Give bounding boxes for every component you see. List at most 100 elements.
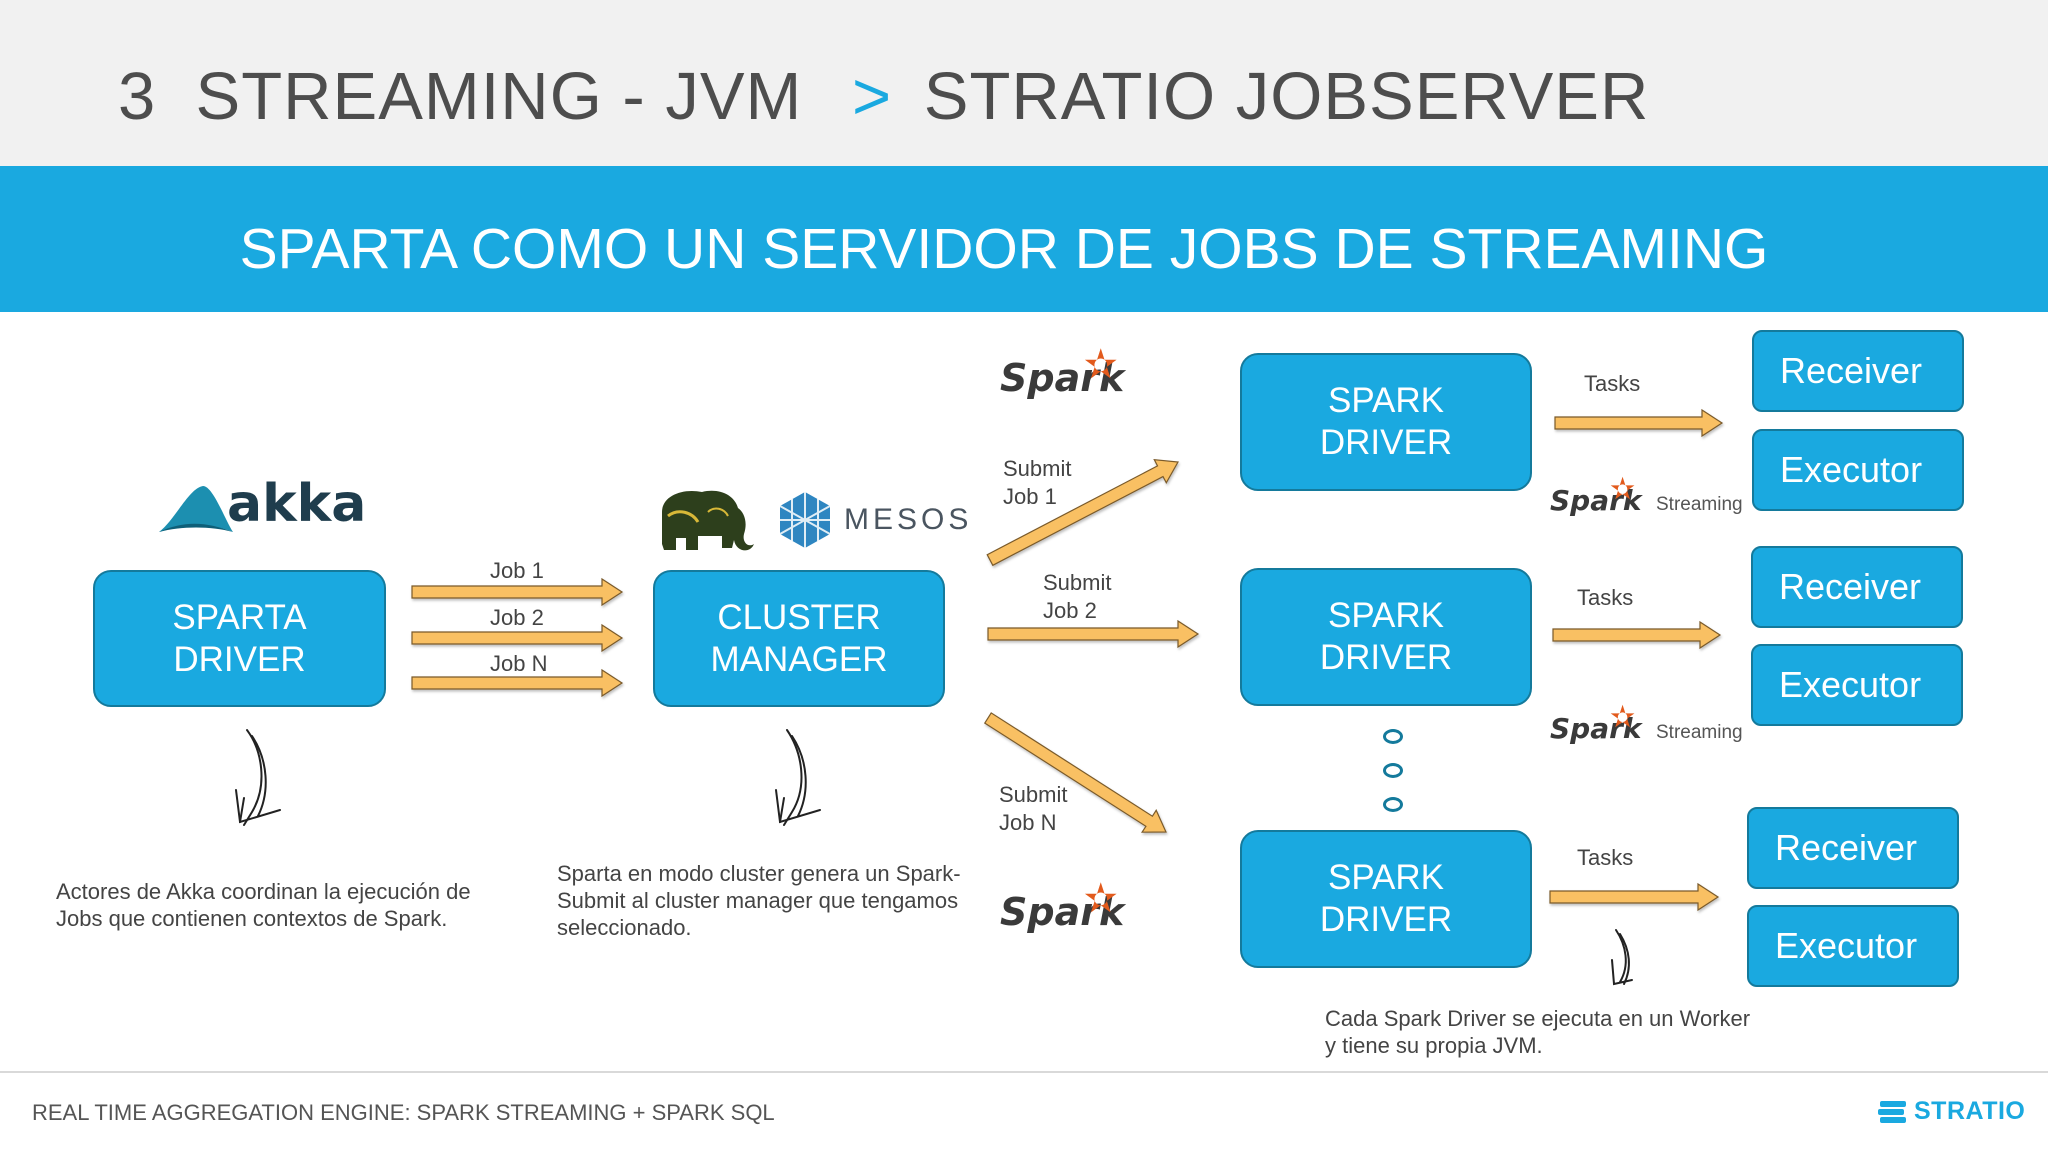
arrow-job-n	[411, 668, 624, 698]
akka-mark-icon	[159, 486, 233, 532]
edge-label-submit-n: Submit Job N	[999, 781, 1067, 837]
spark-wordmark: Spark	[1550, 484, 1642, 517]
sparta-driver-node: SPARTA DRIVER	[93, 570, 386, 707]
arrow-submit-n	[983, 712, 1167, 833]
edge-label-line: Submit	[1003, 456, 1072, 481]
spark-wordmark: Spark	[1550, 712, 1642, 745]
note-akka: Actores de Akka coordinan la ejecución d…	[56, 878, 471, 932]
node-label-line: SPARK	[1327, 858, 1445, 897]
star-icon: ✫	[1084, 343, 1118, 387]
spark-logo-bottom: Spark ✫	[1000, 877, 1125, 934]
edge-label-submit-2: Submit Job 2	[1043, 569, 1111, 625]
akka-wordmark: akka	[227, 474, 367, 534]
edge-label-line: Job N	[999, 810, 1057, 835]
header-bar	[0, 0, 2048, 166]
star-icon: ✫	[1084, 877, 1118, 921]
note-line: Sparta en modo cluster genera un Spark-	[557, 861, 961, 886]
note-cluster: Sparta en modo cluster genera un Spark- …	[557, 860, 961, 941]
node-label-line: DRIVER	[1319, 423, 1453, 462]
arrow-tasks-n	[1549, 882, 1720, 912]
note-line: Submit al cluster manager que tengamos	[557, 888, 959, 913]
spark-wordmark: Spark	[1000, 890, 1125, 934]
spark-driver-node-2: SPARK DRIVER	[1240, 568, 1532, 706]
note-driver: Cada Spark Driver se ejecuta en un Worke…	[1325, 1005, 1750, 1059]
page-title: 3 STREAMING - JVM > STRATIO JOBSERVER	[118, 58, 1649, 135]
subsection-title: STRATIO JOBSERVER	[923, 59, 1650, 134]
arrow-job-2	[411, 623, 624, 653]
node-label-line: CLUSTER	[717, 597, 881, 637]
edge-label-line: Submit	[1043, 570, 1112, 595]
pointer-arrow-driver	[1611, 929, 1633, 986]
note-line: Actores de Akka coordinan la ejecución d…	[56, 879, 471, 904]
stratio-mark-icon	[1878, 1100, 1906, 1123]
node-label-line: DRIVER	[173, 639, 306, 679]
executor-node-1: Executor	[1752, 429, 1964, 511]
pointer-arrow-cluster	[775, 729, 821, 826]
spark-driver-node-1: SPARK DRIVER	[1240, 353, 1532, 491]
edge-label-submit-1: Submit Job 1	[1003, 455, 1071, 511]
footer-divider	[0, 1071, 2048, 1073]
edge-label-tasks-1: Tasks	[1584, 371, 1641, 396]
receiver-node-n: Receiver	[1747, 807, 1959, 889]
executor-label: Executor	[1780, 449, 1923, 490]
arrow-job-1	[411, 577, 624, 607]
edge-label-tasks-n: Tasks	[1577, 845, 1634, 870]
receiver-node-2: Receiver	[1751, 546, 1963, 628]
stratio-wordmark: STRATIO	[1914, 1097, 2026, 1125]
elephant-icon	[662, 490, 754, 551]
node-label-line: SPARK	[1327, 381, 1445, 420]
arrow-submit-1	[986, 458, 1179, 567]
receiver-label: Receiver	[1780, 350, 1923, 391]
node-label-line: SPARK	[1327, 596, 1445, 635]
pointer-arrow-akka	[235, 729, 281, 826]
note-line: Jobs que contienen contextos de Spark.	[56, 906, 448, 931]
star-icon: ✫	[1610, 473, 1636, 506]
edge-label-job-1: Job 1	[490, 558, 544, 583]
executor-label: Executor	[1775, 925, 1918, 966]
executor-node-2: Executor	[1751, 644, 1963, 726]
node-label-line: MANAGER	[710, 639, 888, 679]
ellipsis-dot	[1383, 763, 1403, 778]
spark-streaming-logo-2: Spark ✫ Streaming	[1550, 701, 1743, 745]
section-number: 3	[118, 59, 157, 134]
node-label-line: SPARTA	[172, 597, 307, 637]
stratio-logo: STRATIO	[1878, 1097, 2025, 1126]
footer-text: REAL TIME AGGREGATION ENGINE: SPARK STRE…	[32, 1100, 775, 1125]
banner-title: SPARTA COMO UN SERVIDOR DE JOBS DE STREA…	[239, 217, 1769, 281]
mesos-icon	[776, 490, 836, 550]
receiver-label: Receiver	[1775, 827, 1918, 868]
arrow-submit-2	[987, 619, 1200, 649]
executor-label: Executor	[1779, 664, 1922, 705]
edge-label-tasks-2: Tasks	[1577, 585, 1634, 610]
streaming-wordmark: Streaming	[1656, 722, 1743, 743]
edge-label-job-n: Job N	[490, 651, 548, 676]
hadoop-logo	[648, 482, 760, 558]
spark-logo-top: Spark ✫	[1000, 343, 1125, 400]
edge-label-line: Submit	[999, 782, 1068, 807]
section-title: STREAMING - JVM	[195, 59, 803, 134]
node-label-line: DRIVER	[1319, 638, 1453, 677]
cluster-manager-node: CLUSTER MANAGER	[653, 570, 945, 707]
spark-streaming-logo-1: Spark ✫ Streaming	[1550, 473, 1743, 517]
spark-driver-node-n: SPARK DRIVER	[1240, 830, 1532, 968]
receiver-node-1: Receiver	[1752, 330, 1964, 412]
edge-label-job-2: Job 2	[490, 605, 544, 630]
ellipsis-dot	[1383, 797, 1403, 812]
spark-wordmark: Spark	[1000, 356, 1125, 400]
arrow-tasks-2	[1552, 620, 1722, 650]
ellipsis-dot	[1383, 729, 1403, 744]
streaming-wordmark: Streaming	[1656, 494, 1743, 515]
star-icon: ✫	[1610, 701, 1636, 734]
node-label-line: DRIVER	[1319, 900, 1453, 939]
note-line: y tiene su propia JVM.	[1325, 1033, 1543, 1058]
note-line: seleccionado.	[557, 915, 692, 940]
arrow-tasks-1	[1554, 408, 1724, 438]
banner-bar	[0, 166, 2048, 312]
receiver-label: Receiver	[1779, 566, 1922, 607]
executor-node-n: Executor	[1747, 905, 1959, 987]
mesos-wordmark: MESOS	[844, 503, 973, 536]
edge-label-line: Job 2	[1043, 598, 1097, 623]
breadcrumb-separator: >	[851, 59, 893, 134]
note-line: Cada Spark Driver se ejecuta en un Worke…	[1325, 1006, 1751, 1031]
